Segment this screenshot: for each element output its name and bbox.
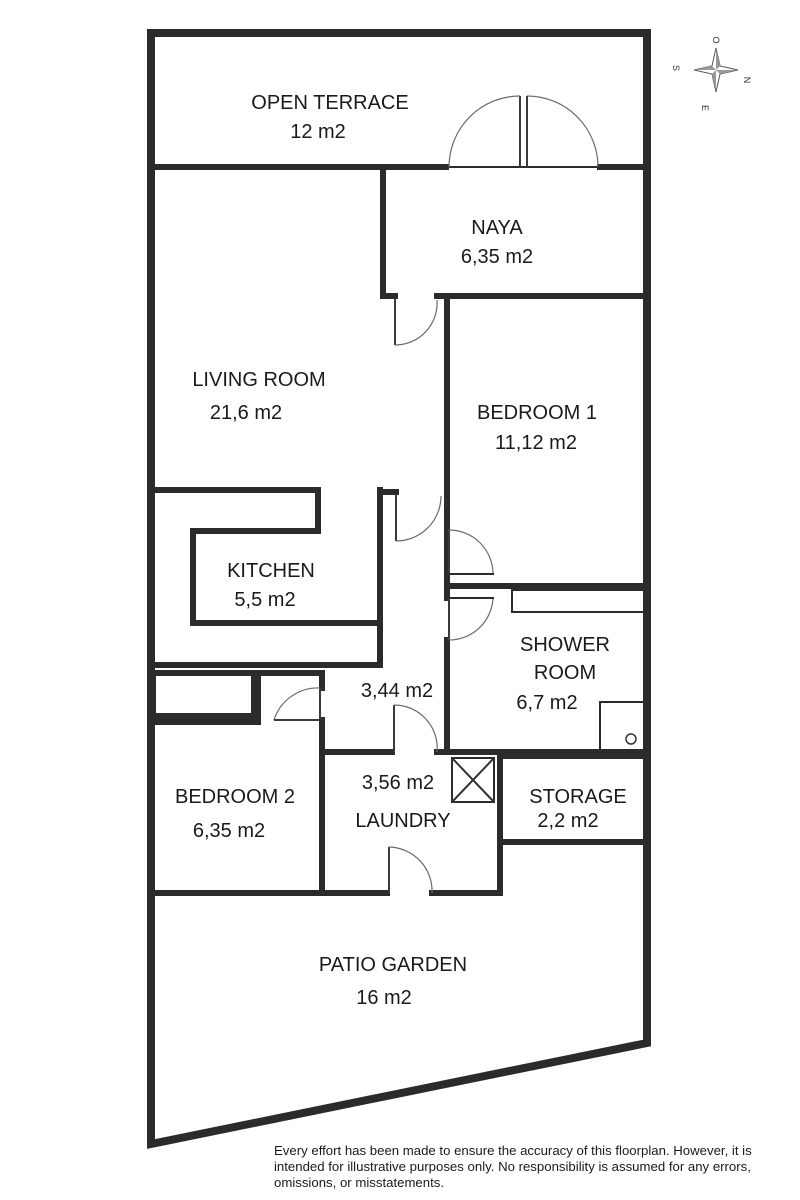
patio-door[interactable]: [388, 846, 433, 894]
open-terrace-area: 12 m2: [290, 121, 346, 143]
naya-door[interactable]: [394, 298, 438, 346]
shower-tray: [599, 701, 646, 751]
laundry-door-top[interactable]: [393, 704, 438, 753]
shower-room-area: 6,7 m2: [516, 692, 577, 714]
bedroom2-area: 6,35 m2: [193, 820, 265, 842]
bedroom2-door[interactable]: [273, 687, 321, 721]
kitchen-name: KITCHEN: [227, 560, 315, 582]
laundry-area: 3,56 m2: [362, 772, 434, 794]
shower-room-name-2: ROOM: [534, 662, 596, 684]
living-room-area: 21,6 m2: [210, 402, 282, 424]
laundry-appliance: [451, 757, 495, 803]
shower-door[interactable]: [448, 597, 494, 641]
outer-wall: [147, 29, 651, 1149]
patio-garden-area: 16 m2: [356, 987, 412, 1009]
bedroom1-door[interactable]: [448, 529, 494, 575]
naya-name: NAYA: [471, 217, 523, 239]
bedroom1-name: BEDROOM 1: [477, 402, 597, 424]
wardrobe: [150, 670, 257, 719]
shower-cabinet: [511, 589, 646, 613]
appliance-cross-b: [451, 757, 495, 803]
bedroom2-top-wall: [148, 670, 325, 725]
compass-e: E: [700, 105, 710, 111]
hall-area: 3,44 m2: [361, 680, 433, 702]
laundry-name: LAUNDRY: [355, 810, 450, 832]
living-room-name: LIVING ROOM: [192, 369, 325, 391]
compass-s: S: [671, 65, 681, 71]
shower-room-name-1: SHOWER: [520, 634, 610, 656]
patio-garden-name: PATIO GARDEN: [319, 954, 467, 976]
storage-name: STORAGE: [529, 786, 626, 808]
terrace-double-door[interactable]: [447, 95, 599, 170]
compass: O N S E: [671, 36, 752, 111]
storage-area: 2,2 m2: [537, 810, 598, 832]
compass-n: N: [742, 77, 752, 84]
disclaimer-text: Every effort has been made to ensure the…: [274, 1143, 752, 1190]
hall-door-top[interactable]: [395, 494, 442, 542]
bedroom1-area: 11,12 m2: [495, 432, 577, 454]
bedroom2-name: BEDROOM 2: [175, 786, 295, 808]
open-terrace-name: OPEN TERRACE: [251, 92, 408, 114]
kitchen-area: 5,5 m2: [234, 589, 295, 611]
kitchen-counter-wall: [148, 487, 383, 626]
naya-area: 6,35 m2: [461, 246, 533, 268]
shower-drain: [625, 733, 637, 745]
compass-o: O: [711, 36, 721, 43]
